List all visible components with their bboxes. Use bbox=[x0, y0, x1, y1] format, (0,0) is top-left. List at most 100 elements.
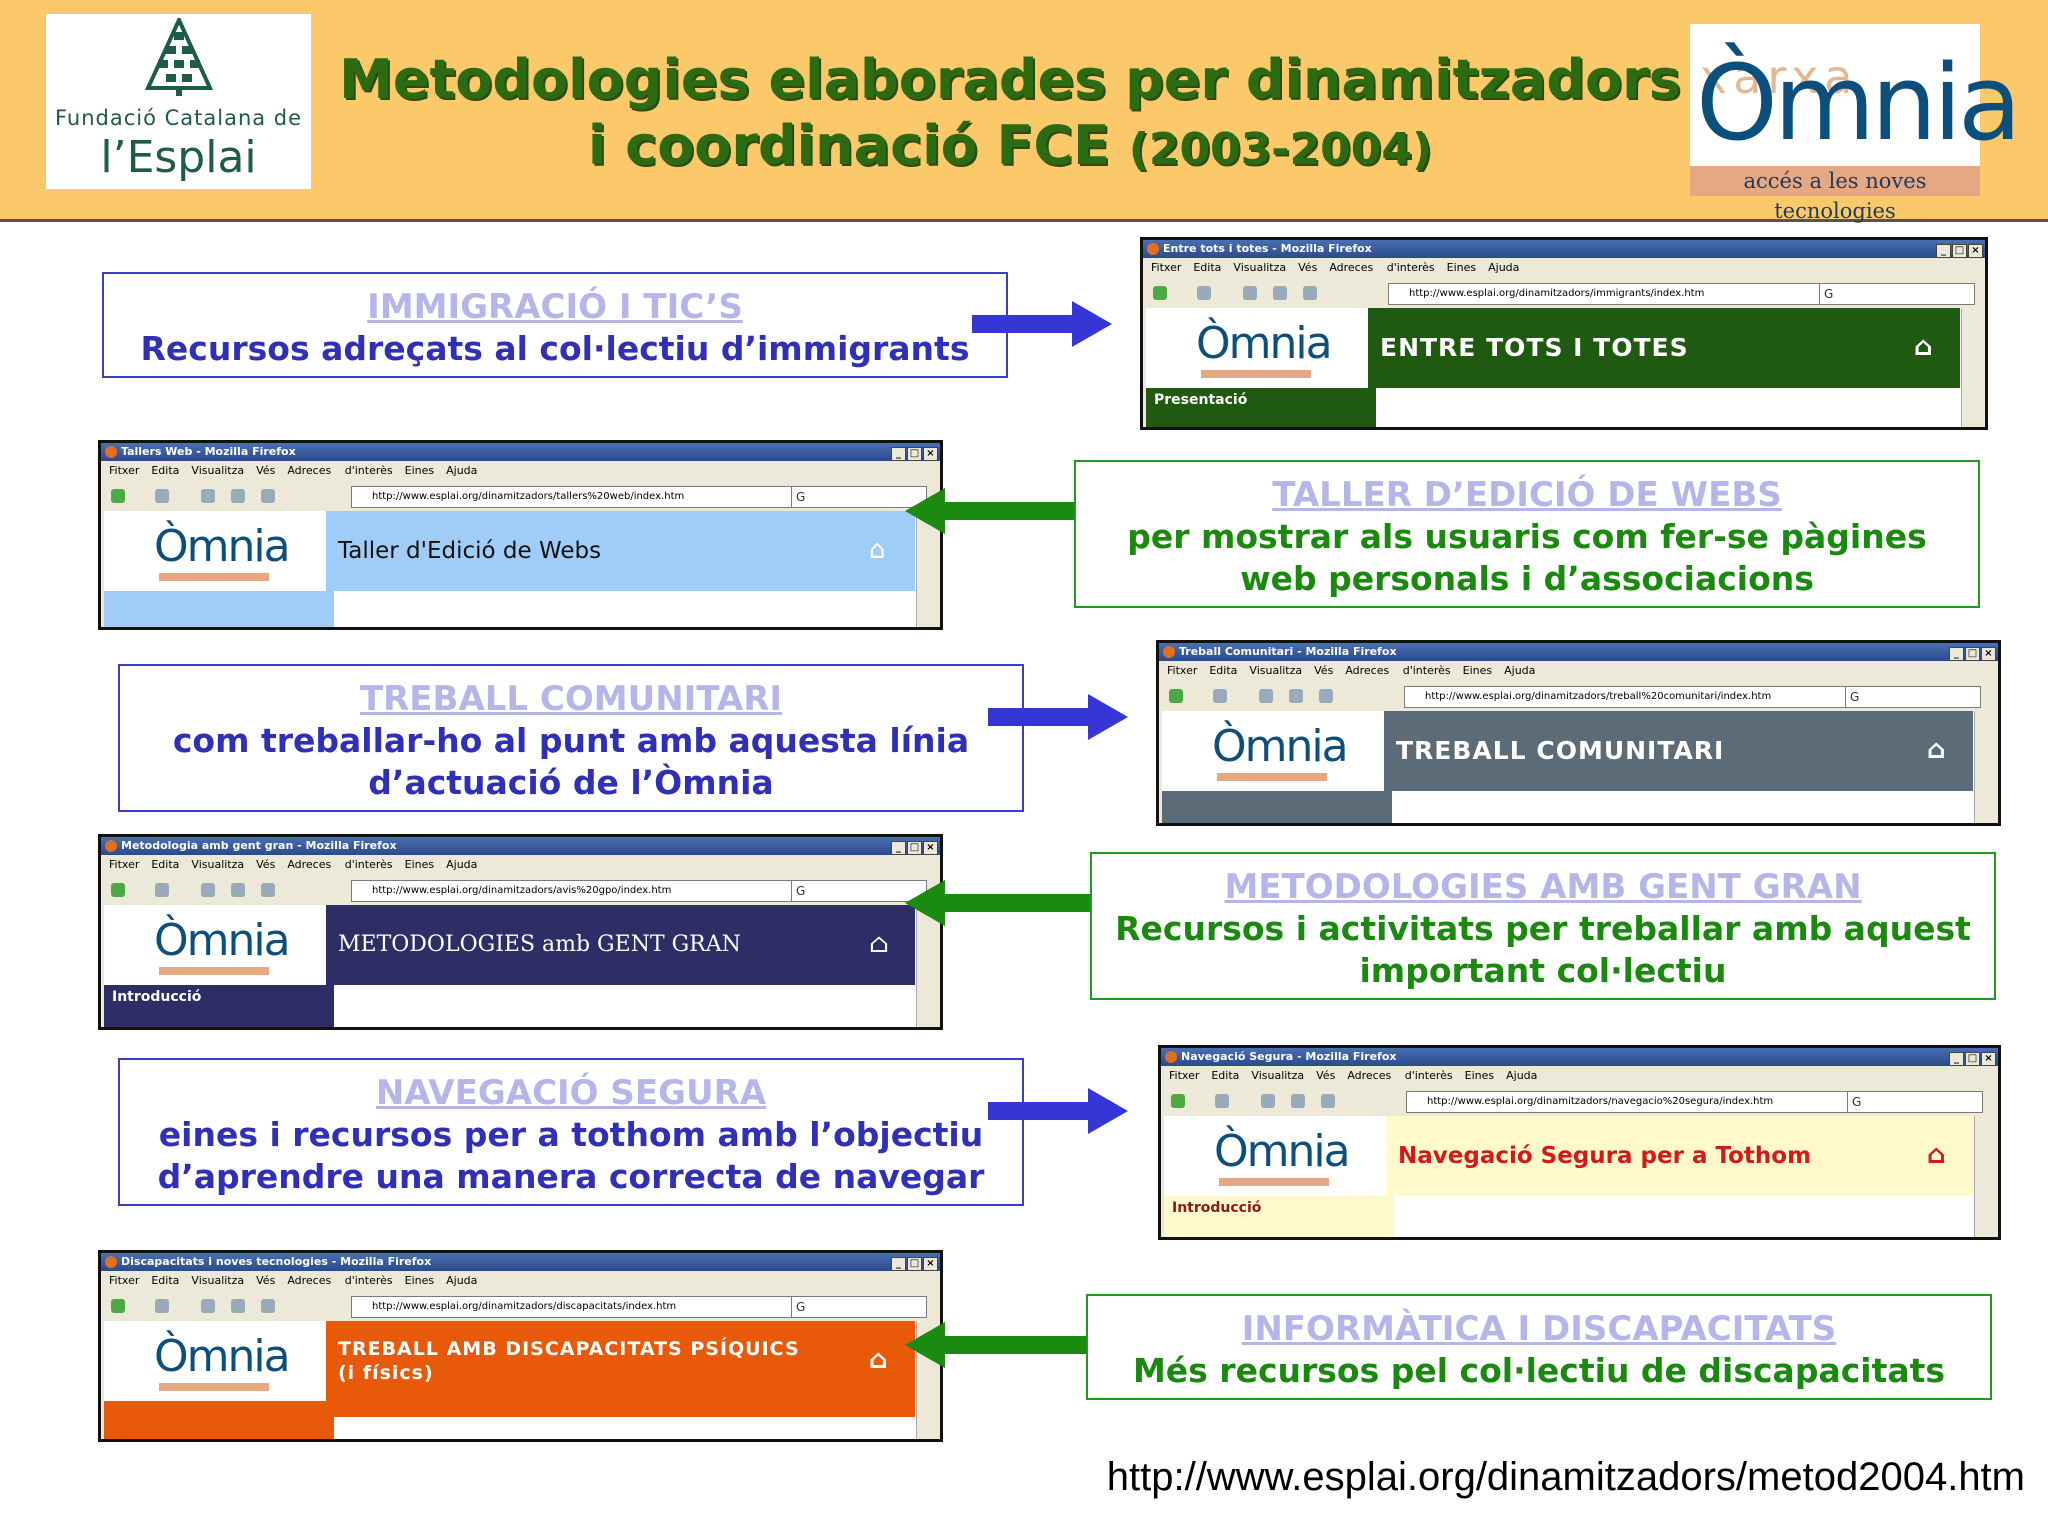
menu-go[interactable]: Vés bbox=[256, 858, 276, 871]
menu-edit[interactable]: Edita bbox=[1211, 1069, 1240, 1082]
maximize-button[interactable]: □ bbox=[1952, 244, 1967, 258]
close-button[interactable]: × bbox=[923, 1257, 938, 1271]
menu-file[interactable]: Fitxer bbox=[1169, 1069, 1200, 1082]
home-icon[interactable] bbox=[1303, 286, 1317, 300]
forward-icon[interactable] bbox=[155, 489, 169, 503]
stop-icon[interactable] bbox=[1289, 689, 1303, 703]
back-icon[interactable] bbox=[1169, 689, 1183, 703]
menu-bookmarks[interactable]: Adreces d'interès bbox=[1347, 1069, 1453, 1082]
scrollbar[interactable] bbox=[916, 905, 937, 1027]
menu-file[interactable]: Fitxer bbox=[109, 1274, 140, 1287]
search-icon[interactable]: G bbox=[791, 880, 927, 902]
back-icon[interactable] bbox=[111, 1299, 125, 1313]
forward-icon[interactable] bbox=[155, 1299, 169, 1313]
menu-bookmarks[interactable]: Adreces d'interès bbox=[1345, 664, 1451, 677]
forward-icon[interactable] bbox=[1197, 286, 1211, 300]
close-button[interactable]: × bbox=[1981, 647, 1996, 661]
reload-icon[interactable] bbox=[201, 1299, 215, 1313]
forward-icon[interactable] bbox=[1213, 689, 1227, 703]
menu-file[interactable]: Fitxer bbox=[1151, 261, 1182, 274]
search-icon[interactable]: G bbox=[1845, 686, 1981, 708]
home-icon[interactable]: ⌂ bbox=[869, 535, 886, 565]
menu-go[interactable]: Vés bbox=[1298, 261, 1318, 274]
reload-icon[interactable] bbox=[201, 883, 215, 897]
home-icon[interactable] bbox=[261, 489, 275, 503]
menu-bookmarks[interactable]: Adreces d'interès bbox=[287, 858, 393, 871]
stop-icon[interactable] bbox=[231, 883, 245, 897]
search-icon[interactable]: G bbox=[791, 1296, 927, 1318]
menu-tools[interactable]: Eines bbox=[1446, 261, 1477, 274]
forward-icon[interactable] bbox=[155, 883, 169, 897]
reload-icon[interactable] bbox=[201, 489, 215, 503]
menu-view[interactable]: Visualitza bbox=[1233, 261, 1287, 274]
menu-help[interactable]: Ajuda bbox=[1488, 261, 1520, 274]
back-icon[interactable] bbox=[1171, 1094, 1185, 1108]
menu-edit[interactable]: Edita bbox=[151, 1274, 180, 1287]
menu-edit[interactable]: Edita bbox=[1209, 664, 1238, 677]
menu-file[interactable]: Fitxer bbox=[109, 464, 140, 477]
scrollbar[interactable] bbox=[1974, 711, 1995, 823]
back-icon[interactable] bbox=[111, 883, 125, 897]
home-icon[interactable]: ⌂ bbox=[869, 1345, 889, 1375]
back-icon[interactable] bbox=[111, 489, 125, 503]
menu-tools[interactable]: Eines bbox=[1462, 664, 1493, 677]
home-icon[interactable]: ⌂ bbox=[1914, 332, 1934, 362]
minimize-button[interactable]: _ bbox=[1949, 1052, 1964, 1066]
home-icon[interactable] bbox=[1319, 689, 1333, 703]
close-button[interactable]: × bbox=[1981, 1052, 1996, 1066]
menu-file[interactable]: Fitxer bbox=[109, 858, 140, 871]
close-button[interactable]: × bbox=[1968, 244, 1983, 258]
menu-go[interactable]: Vés bbox=[1314, 664, 1334, 677]
scrollbar[interactable] bbox=[1974, 1116, 1995, 1237]
menu-help[interactable]: Ajuda bbox=[446, 464, 478, 477]
menu-help[interactable]: Ajuda bbox=[446, 858, 478, 871]
menu-go[interactable]: Vés bbox=[256, 1274, 276, 1287]
url-bar[interactable]: http://www.esplai.org/dinamitzadors/disc… bbox=[351, 1296, 803, 1318]
forward-icon[interactable] bbox=[1215, 1094, 1229, 1108]
minimize-button[interactable]: _ bbox=[1949, 647, 1964, 661]
home-icon[interactable] bbox=[261, 1299, 275, 1313]
close-button[interactable]: × bbox=[923, 841, 938, 855]
menu-bookmarks[interactable]: Adreces d'interès bbox=[287, 1274, 393, 1287]
footer-url[interactable]: http://www.esplai.org/dinamitzadors/meto… bbox=[1106, 1455, 2025, 1499]
stop-icon[interactable] bbox=[1273, 286, 1287, 300]
home-icon[interactable] bbox=[1321, 1094, 1335, 1108]
reload-icon[interactable] bbox=[1243, 286, 1257, 300]
stop-icon[interactable] bbox=[231, 1299, 245, 1313]
maximize-button[interactable]: □ bbox=[907, 1257, 922, 1271]
reload-icon[interactable] bbox=[1259, 689, 1273, 703]
menu-view[interactable]: Visualitza bbox=[191, 1274, 245, 1287]
menu-tools[interactable]: Eines bbox=[404, 858, 435, 871]
url-bar[interactable]: http://www.esplai.org/dinamitzadors/tall… bbox=[351, 486, 803, 508]
window-controls[interactable]: _□× bbox=[890, 445, 938, 463]
maximize-button[interactable]: □ bbox=[1965, 1052, 1980, 1066]
window-controls[interactable]: _□× bbox=[1948, 645, 1996, 663]
minimize-button[interactable]: _ bbox=[1936, 244, 1951, 258]
menu-edit[interactable]: Edita bbox=[151, 858, 180, 871]
menu-view[interactable]: Visualitza bbox=[191, 464, 245, 477]
home-icon[interactable]: ⌂ bbox=[1927, 1140, 1946, 1170]
maximize-button[interactable]: □ bbox=[1965, 647, 1980, 661]
home-icon[interactable]: ⌂ bbox=[869, 929, 889, 959]
window-controls[interactable]: _□× bbox=[1948, 1050, 1996, 1068]
menu-help[interactable]: Ajuda bbox=[1504, 664, 1536, 677]
url-bar[interactable]: http://www.esplai.org/dinamitzadors/immi… bbox=[1388, 283, 1830, 305]
menu-go[interactable]: Vés bbox=[256, 464, 276, 477]
maximize-button[interactable]: □ bbox=[907, 447, 922, 461]
home-icon[interactable] bbox=[261, 883, 275, 897]
menu-view[interactable]: Visualitza bbox=[1249, 664, 1303, 677]
stop-icon[interactable] bbox=[1291, 1094, 1305, 1108]
menu-view[interactable]: Visualitza bbox=[191, 858, 245, 871]
sidebar-item[interactable]: Introducció bbox=[104, 985, 334, 1027]
url-bar[interactable]: http://www.esplai.org/dinamitzadors/nave… bbox=[1406, 1091, 1858, 1113]
menu-help[interactable]: Ajuda bbox=[446, 1274, 478, 1287]
menu-go[interactable]: Vés bbox=[1316, 1069, 1336, 1082]
menu-edit[interactable]: Edita bbox=[151, 464, 180, 477]
maximize-button[interactable]: □ bbox=[907, 841, 922, 855]
url-bar[interactable]: http://www.esplai.org/dinamitzadors/treb… bbox=[1404, 686, 1856, 708]
menu-tools[interactable]: Eines bbox=[404, 464, 435, 477]
menu-bookmarks[interactable]: Adreces d'interès bbox=[287, 464, 393, 477]
menu-tools[interactable]: Eines bbox=[1464, 1069, 1495, 1082]
menu-view[interactable]: Visualitza bbox=[1251, 1069, 1305, 1082]
search-icon[interactable]: G bbox=[1847, 1091, 1983, 1113]
